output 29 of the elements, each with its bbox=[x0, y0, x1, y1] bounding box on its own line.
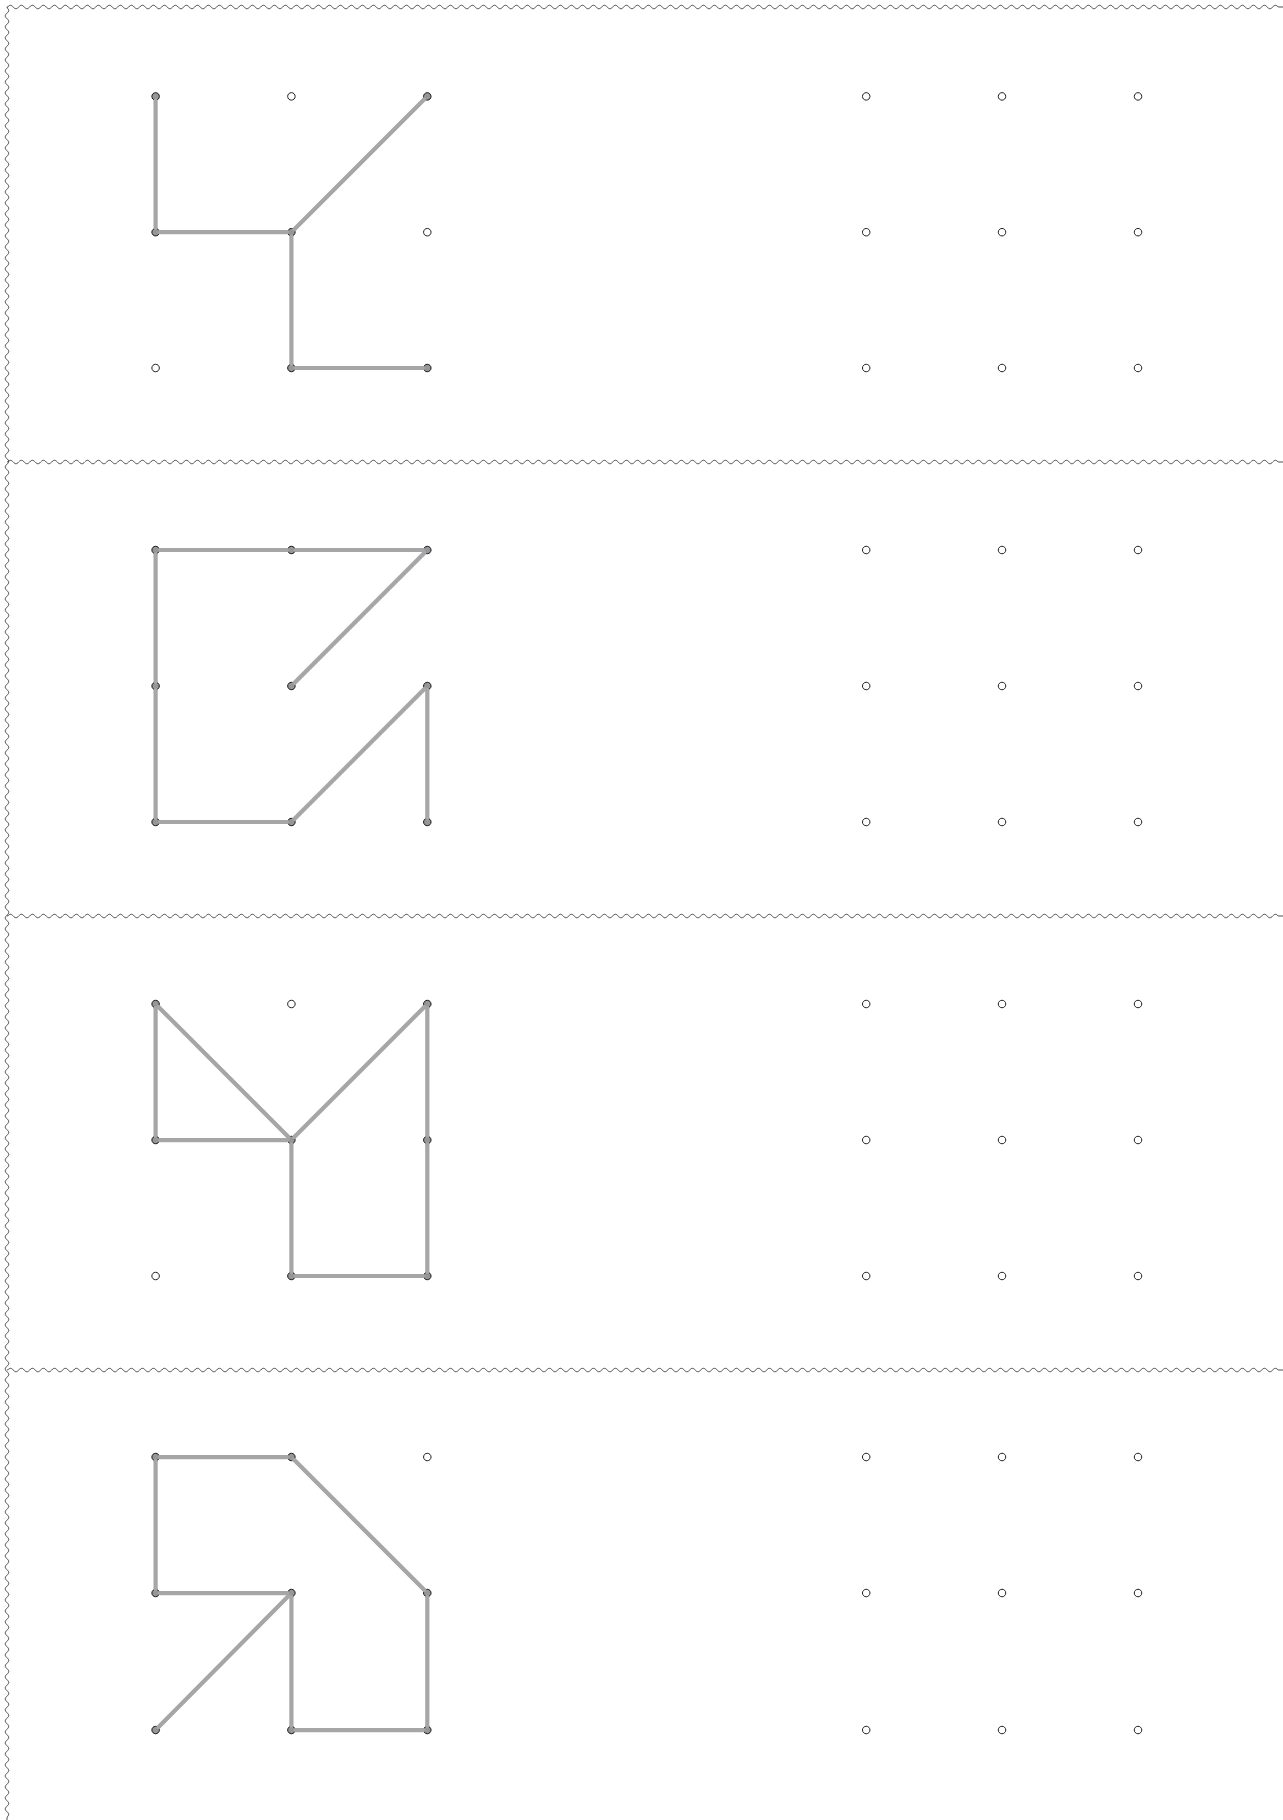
line-segment bbox=[292, 1004, 427, 1140]
line-segment bbox=[293, 1273, 426, 1279]
line-segment bbox=[425, 1142, 430, 1274]
line-segment bbox=[153, 688, 158, 820]
line-segment bbox=[292, 686, 427, 822]
line-segment bbox=[425, 688, 430, 820]
line-segment bbox=[289, 1142, 294, 1274]
line-segment bbox=[153, 1459, 158, 1591]
line-segment bbox=[157, 819, 290, 825]
line-segment bbox=[293, 547, 426, 553]
line-segment bbox=[289, 1595, 294, 1728]
line-segment bbox=[425, 1595, 430, 1728]
line-segment bbox=[157, 1454, 290, 1460]
line-segment bbox=[293, 1727, 426, 1733]
line-segment bbox=[153, 1006, 158, 1138]
line-segment bbox=[292, 1457, 427, 1593]
line-segment bbox=[153, 98, 158, 231]
line-segment bbox=[156, 1004, 291, 1140]
line-segment bbox=[292, 97, 427, 232]
line-segment bbox=[157, 1137, 290, 1143]
line-segment bbox=[157, 547, 290, 553]
line-segment bbox=[156, 1593, 291, 1730]
line-segment bbox=[289, 234, 294, 366]
line-segment bbox=[293, 365, 426, 371]
line-segment bbox=[425, 1006, 430, 1138]
line-segment bbox=[153, 552, 158, 684]
line-segment bbox=[292, 550, 427, 686]
line-segment bbox=[157, 230, 290, 235]
line-segment bbox=[157, 1590, 290, 1596]
